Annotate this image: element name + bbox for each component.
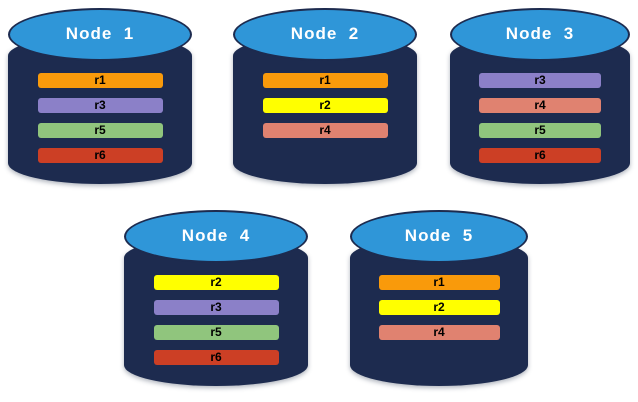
row-bar[interactable]: r4 — [262, 123, 388, 138]
row-bar[interactable]: r5 — [479, 123, 601, 138]
node-title: Node 4 — [181, 226, 251, 245]
row-bar[interactable]: r6 — [479, 148, 601, 163]
row-bar[interactable]: r2 — [262, 98, 388, 113]
row-list: r1 r2 r4 — [233, 73, 417, 148]
row-bar[interactable]: r3 — [153, 300, 279, 315]
row-bar[interactable]: r4 — [378, 325, 500, 340]
row-bar[interactable]: r3 — [37, 98, 163, 113]
node-title: Node 5 — [404, 226, 474, 245]
row-bar[interactable]: r1 — [37, 73, 163, 88]
row-bar[interactable]: r5 — [37, 123, 163, 138]
cylinder-top — [8, 8, 192, 61]
row-bar[interactable]: r6 — [153, 350, 279, 365]
row-list: r1 r3 r5 r6 — [8, 73, 192, 173]
row-bar[interactable]: r4 — [479, 98, 601, 113]
row-bar[interactable]: r1 — [378, 275, 500, 290]
row-list: r1 r2 r4 — [350, 275, 528, 350]
cylinder-top — [124, 210, 308, 263]
node-2[interactable]: Node 2 r1 r2 r4 — [233, 8, 417, 184]
cylinder-top — [233, 8, 417, 61]
node-title: Node 2 — [290, 24, 360, 43]
node-title: Node 1 — [65, 24, 135, 43]
node-4[interactable]: Node 4 r2 r3 r5 r6 — [124, 210, 308, 386]
row-bar[interactable]: r6 — [37, 148, 163, 163]
node-title: Node 3 — [505, 24, 575, 43]
row-list: r2 r3 r5 r6 — [124, 275, 308, 375]
row-bar[interactable]: r5 — [153, 325, 279, 340]
cylinder-top — [450, 8, 630, 61]
cylinder-top — [350, 210, 528, 263]
row-bar[interactable]: r2 — [153, 275, 279, 290]
row-bar[interactable]: r2 — [378, 300, 500, 315]
node-3[interactable]: Node 3 r3 r4 r5 r6 — [450, 8, 630, 184]
row-bar[interactable]: r3 — [479, 73, 601, 88]
row-bar[interactable]: r1 — [262, 73, 388, 88]
row-list: r3 r4 r5 r6 — [450, 73, 630, 173]
node-5[interactable]: Node 5 r1 r2 r4 — [350, 210, 528, 386]
node-1[interactable]: Node 1 r1 r3 r5 r6 — [8, 8, 192, 184]
